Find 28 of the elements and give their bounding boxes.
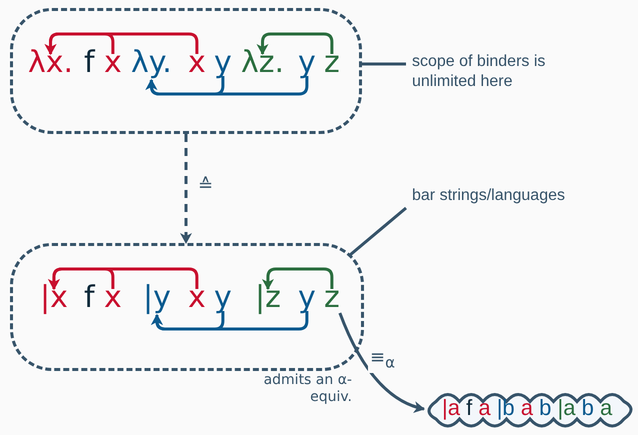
term-symbol: z [324, 283, 340, 313]
term-symbol: x [104, 48, 122, 78]
term-symbol: f [84, 48, 95, 78]
term-symbol: λx. [28, 48, 74, 78]
leader-line [349, 206, 407, 256]
term-symbol: f [84, 283, 95, 313]
term-symbol: λy. [131, 48, 172, 78]
arrow [338, 312, 425, 412]
term-symbol: |z [255, 283, 281, 313]
term-symbol: y [214, 48, 232, 78]
term-symbol: λz. [241, 48, 284, 78]
term-symbol: x [188, 283, 206, 313]
term-symbol: x [104, 283, 122, 313]
term-symbol: x [188, 48, 206, 78]
term-symbol: z [324, 48, 340, 78]
note-text: admits an α-equiv. [262, 372, 352, 406]
note-text: scope of binders is unlimited here [412, 52, 572, 94]
bar-string: |a f a |b a b |a b a [442, 394, 612, 422]
term-symbol: y [214, 283, 232, 313]
dashed-scope-box [10, 8, 362, 134]
note-text: bar strings/languages [412, 186, 627, 208]
term-symbol: y [298, 283, 316, 313]
term-symbol: y [298, 48, 316, 78]
term-symbol: |y [143, 283, 171, 313]
arrow [180, 134, 192, 244]
term-symbol: |x [40, 283, 68, 313]
dashed-scope-box [10, 243, 364, 371]
leader-line [362, 62, 406, 66]
